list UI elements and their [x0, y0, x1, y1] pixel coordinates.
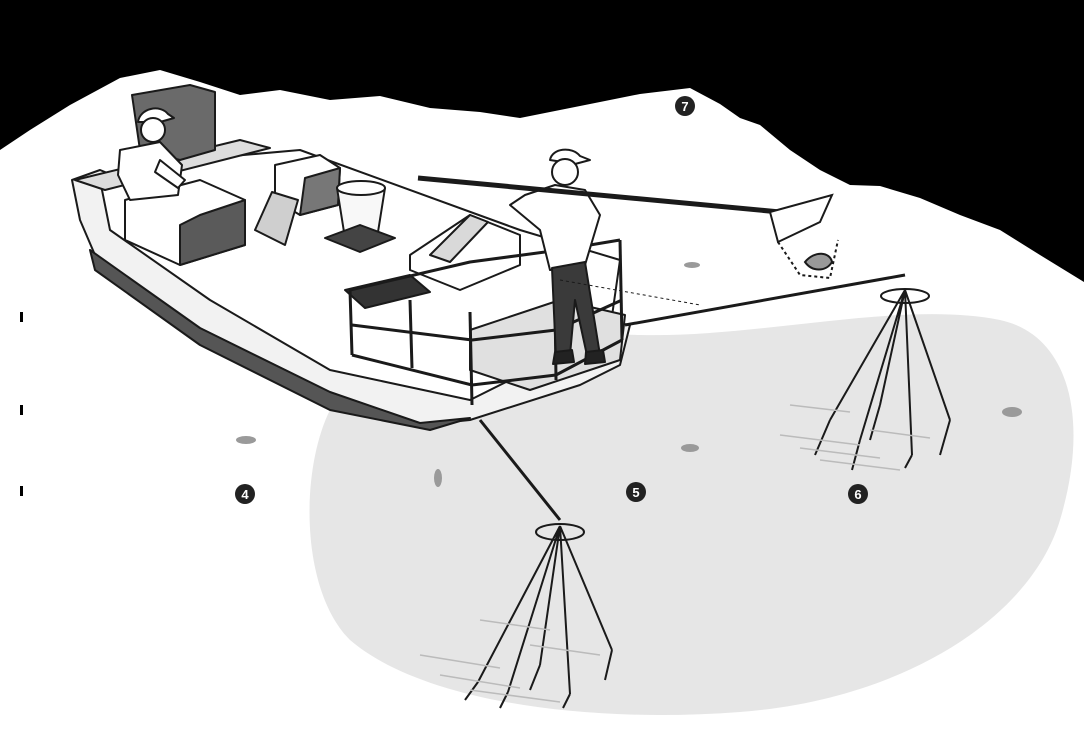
- driver-head: [141, 118, 165, 142]
- fish-icon: [434, 469, 442, 487]
- marker-label: 4: [241, 487, 249, 502]
- marker-4: 4: [235, 484, 255, 504]
- edge-tick: [20, 405, 23, 415]
- fish-icon: [236, 436, 256, 444]
- marker-label: 5: [632, 485, 639, 500]
- edge-tick: [20, 486, 23, 496]
- marker-label: 7: [681, 99, 688, 114]
- fish-icon: [681, 444, 699, 452]
- marker-6: 6: [848, 484, 868, 504]
- fish-icon: [1002, 407, 1022, 417]
- marker-label: 6: [854, 487, 861, 502]
- edge-tick: [20, 312, 23, 322]
- marker-7: 7: [675, 96, 695, 116]
- angler-head: [552, 159, 578, 185]
- bucket-rim: [337, 181, 385, 195]
- marker-5: 5: [626, 482, 646, 502]
- fish-icon: [684, 262, 700, 268]
